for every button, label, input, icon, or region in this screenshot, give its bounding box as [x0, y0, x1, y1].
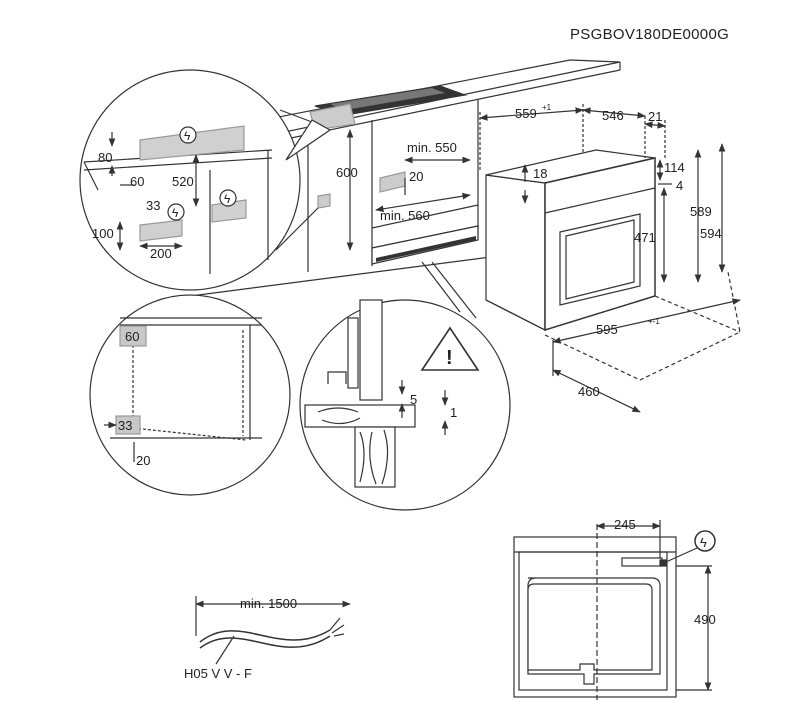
detail-dim-80: 80 [98, 150, 112, 165]
power-icon: ϟ [179, 126, 197, 144]
dim-471: 471 [634, 230, 656, 245]
detail-dim-100: 100 [92, 226, 114, 241]
svg-text:ϟ: ϟ [700, 535, 707, 550]
dim-114: 114 [664, 160, 685, 175]
svg-text:ϟ: ϟ [172, 206, 179, 220]
gap-dim-1: 1 [450, 405, 457, 420]
oven-rear-view: 245 490 ϟ [513, 517, 716, 700]
dim-21: 21 [648, 109, 662, 124]
power-icon: ϟ [219, 189, 237, 207]
detail-dim-200: 200 [150, 246, 172, 261]
dim-460: 460 [578, 384, 600, 399]
dim-559-tolerance: +1 [542, 103, 552, 112]
detail-dim-60: 60 [130, 174, 144, 189]
dim-589: 589 [690, 204, 712, 219]
rear-dim-245: 245 [614, 517, 636, 532]
side-dim-60: 60 [125, 329, 139, 344]
dim-594: 594 [700, 226, 722, 241]
cabinet-dimensions: 600 min. 550 20 min. 560 [336, 129, 471, 251]
dim-18: 18 [533, 166, 547, 181]
side-dim-33: 33 [118, 418, 132, 433]
detail-circle-gap: 5 1 ! [299, 261, 511, 511]
dim-4: 4 [676, 178, 683, 193]
dim-min-550: min. 550 [407, 140, 457, 155]
rear-dim-490: 490 [694, 612, 716, 627]
gap-dim-5: 5 [410, 392, 417, 407]
dim-20: 20 [409, 169, 423, 184]
detail-circle-socket: 80 60 520 33 100 200 ϟ ϟ ϟ [79, 69, 332, 291]
svg-text:!: ! [446, 347, 453, 369]
side-dim-20: 20 [136, 453, 150, 468]
cable-length: min. 1500 [240, 596, 297, 611]
dim-546: 546 [602, 108, 624, 123]
svg-text:ϟ: ϟ [224, 192, 231, 206]
power-cable: min. 1500 H05 V V - F [184, 596, 351, 681]
model-code: PSGBOV180DE0000G [570, 26, 730, 43]
power-icon: ϟ [167, 203, 185, 221]
dim-595: 595 [596, 322, 618, 337]
dim-559: 559 [515, 106, 537, 121]
dim-min-560: min. 560 [380, 208, 430, 223]
dim-600: 600 [336, 165, 358, 180]
detail-circle-side: 60 33 20 [89, 294, 291, 496]
detail-dim-520: 520 [172, 174, 194, 189]
warning-icon: ! [420, 326, 480, 371]
detail-dim-33: 33 [146, 198, 160, 213]
power-icon: ϟ [694, 530, 716, 552]
dim-595-tolerance: +-1 [648, 317, 660, 326]
svg-text:ϟ: ϟ [184, 129, 191, 143]
cable-type: H05 V V - F [184, 666, 252, 681]
oven-body [485, 149, 656, 332]
oven-dimensions: 559 +1 546 21 18 114 4 471 589 594 595 +… [479, 103, 741, 413]
